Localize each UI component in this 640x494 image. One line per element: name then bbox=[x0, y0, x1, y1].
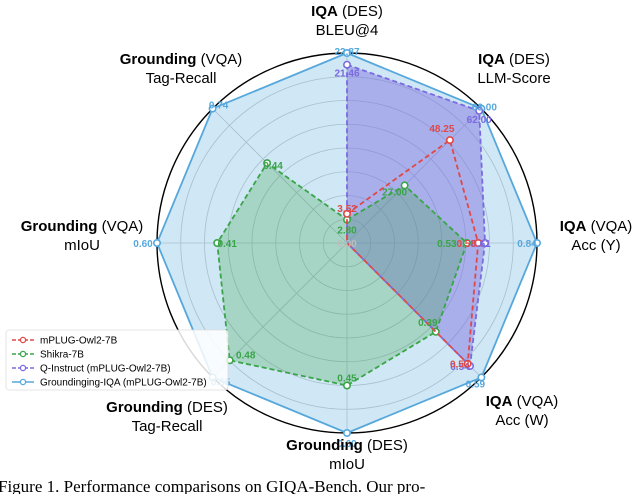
value-label: 0.39 bbox=[418, 318, 438, 329]
axis-metric: Acc (W) bbox=[495, 412, 548, 429]
axis-title-group: (DES) bbox=[183, 399, 228, 416]
center-label: 0.00 bbox=[337, 239, 357, 250]
axis-title-group: (DES) bbox=[338, 3, 383, 20]
legend-label: Groundinging-IQA (mPLUG-Owl2-7B) bbox=[40, 378, 207, 389]
axis-title-bold: Grounding bbox=[286, 437, 363, 454]
value-label: 0.61 bbox=[471, 239, 491, 250]
legend-swatch-marker bbox=[19, 350, 27, 358]
value-label: 63.00 bbox=[472, 103, 497, 114]
axis-title-bold: Grounding bbox=[106, 399, 183, 416]
data-point bbox=[462, 239, 471, 248]
axis-title-bold: Grounding bbox=[120, 51, 197, 68]
value-label: 62.00 bbox=[467, 115, 492, 126]
axis-title-bold: IQA bbox=[560, 218, 587, 235]
axis-title: IQA (DES) bbox=[478, 51, 550, 68]
axis-title: IQA (VQA) bbox=[486, 393, 559, 410]
data-point bbox=[342, 48, 351, 57]
value-label: 48.25 bbox=[429, 124, 454, 135]
axis-metric: Acc (Y) bbox=[571, 237, 620, 254]
legend-swatch-marker bbox=[19, 364, 27, 372]
grid-spoke bbox=[212, 108, 348, 244]
value-label: 0.45 bbox=[337, 374, 357, 385]
data-point bbox=[263, 159, 272, 168]
legend: mPLUG-Owl2-7B Shikra-7B Q-Instruct (mPLUG-… bbox=[5, 329, 229, 391]
series-line bbox=[346, 138, 480, 366]
value-label: 0.60 bbox=[133, 239, 153, 250]
axis-title: IQA (DES) bbox=[311, 3, 383, 20]
series-marks bbox=[153, 48, 541, 437]
axis-title: Grounding (DES) bbox=[286, 437, 408, 454]
data-point bbox=[153, 239, 162, 248]
value-label: 2.80 bbox=[337, 226, 357, 237]
value-label: 0.53 bbox=[450, 360, 470, 371]
series-line bbox=[346, 63, 486, 368]
legend-swatch-marker bbox=[19, 378, 27, 386]
legend-box bbox=[5, 329, 229, 391]
data-point bbox=[342, 428, 351, 437]
value-label: 0.41 bbox=[217, 239, 237, 250]
axis-metric: Tag-Recall bbox=[146, 70, 217, 87]
axis-title-group: (VQA) bbox=[512, 393, 558, 410]
value-label: 0.53 bbox=[437, 239, 457, 250]
figure-caption: Figure 1. Performance comparisons on GIQ… bbox=[0, 477, 426, 494]
legend-label: Shikra-7B bbox=[40, 350, 84, 361]
axis-metric: LLM-Score bbox=[477, 70, 550, 87]
data-point bbox=[477, 373, 486, 382]
axis-metric: BLEU@4 bbox=[316, 22, 379, 39]
data-point bbox=[445, 136, 454, 145]
data-point bbox=[208, 104, 217, 113]
axis-title: IQA (VQA) bbox=[560, 218, 633, 235]
data-point bbox=[474, 239, 483, 248]
data-point bbox=[463, 359, 472, 368]
value-label: 3.52 bbox=[337, 204, 357, 215]
axis-title-group: (VQA) bbox=[586, 218, 632, 235]
value-label: 22.87 bbox=[334, 47, 359, 58]
data-point bbox=[342, 381, 351, 390]
axis-title-bold: Grounding bbox=[21, 218, 98, 235]
value-label: 0.74 bbox=[209, 101, 229, 112]
value-label: 0.44 bbox=[263, 161, 283, 172]
series-area bbox=[217, 163, 467, 386]
axis-title: Grounding (VQA) bbox=[120, 51, 243, 68]
axis-metric: mIoU bbox=[329, 456, 365, 473]
data-point bbox=[532, 239, 541, 248]
axis-title-bold: IQA bbox=[486, 393, 513, 410]
axis-title-group: (DES) bbox=[505, 51, 550, 68]
value-label: 0.48 bbox=[236, 350, 256, 361]
data-point bbox=[213, 239, 222, 248]
axis-metric: mIoU bbox=[64, 237, 100, 254]
legend-swatch-marker bbox=[19, 336, 27, 344]
data-point bbox=[475, 106, 484, 115]
value-label: 0.60 bbox=[337, 439, 357, 450]
legend-label: mPLUG-Owl2-7B bbox=[40, 336, 118, 347]
value-label: 21.46 bbox=[334, 69, 359, 80]
grid-spoke bbox=[212, 242, 348, 378]
axis-title-group: (VQA) bbox=[196, 51, 242, 68]
legend-label: Q-Instruct (mPLUG-Owl2-7B) bbox=[40, 364, 171, 375]
axis-title-bold: IQA bbox=[478, 51, 505, 68]
value-label: 0.58 bbox=[456, 239, 476, 250]
axis-title-group: (VQA) bbox=[97, 218, 143, 235]
value-label: 0.84 bbox=[517, 239, 537, 250]
axis-title: Grounding (DES) bbox=[106, 399, 228, 416]
value-label: 27.00 bbox=[382, 187, 407, 198]
value-labels: 22.8763.000.840.590.600.550.600.7421.466… bbox=[133, 47, 537, 450]
axis-metric: Tag-Recall bbox=[132, 418, 203, 435]
data-point bbox=[342, 209, 351, 218]
value-label: 0.59 bbox=[466, 379, 486, 390]
axis-title-bold: IQA bbox=[311, 3, 338, 20]
value-label: 0.54 bbox=[450, 362, 470, 373]
axis-title: Grounding (VQA) bbox=[21, 218, 144, 235]
grid-spoke bbox=[346, 108, 482, 244]
data-point bbox=[400, 181, 409, 190]
axis-title-group: (DES) bbox=[363, 437, 408, 454]
data-point bbox=[342, 60, 351, 69]
series-line bbox=[216, 161, 468, 387]
